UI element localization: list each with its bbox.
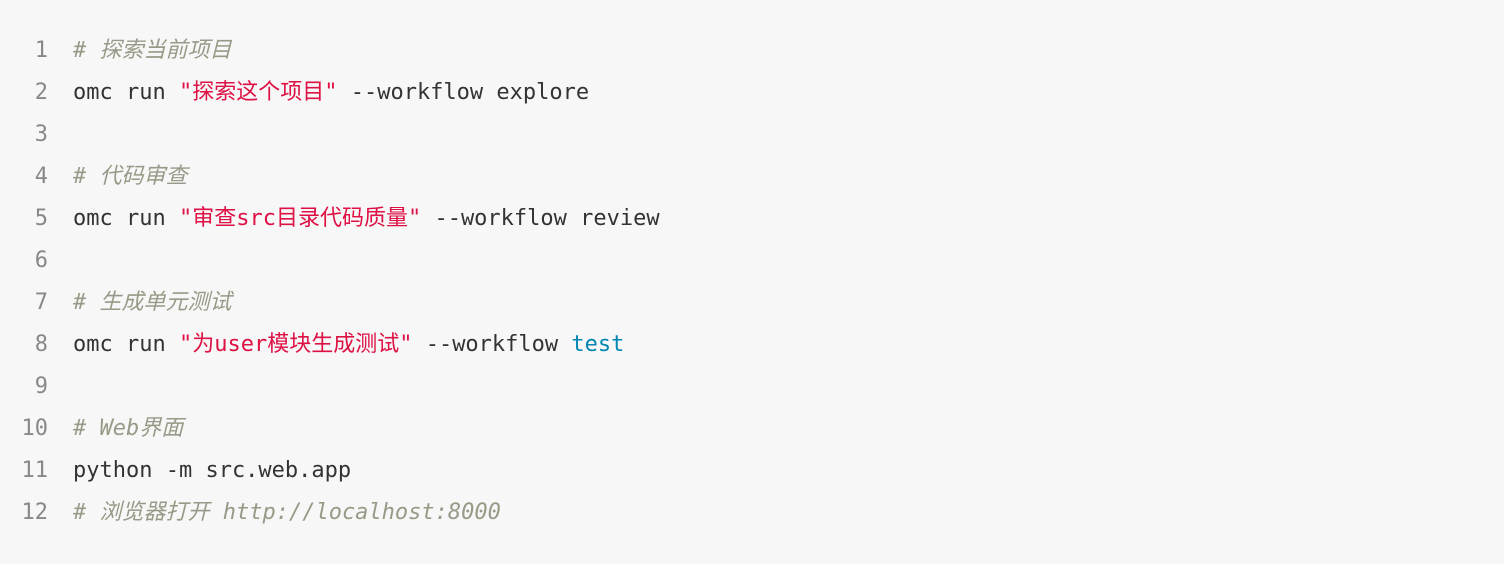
- line-number: 1: [34, 38, 48, 63]
- code-token-string: "为user模块生成测试": [178, 332, 413, 357]
- line-number: 11: [21, 458, 49, 483]
- code-token-comment: # 生成单元测试: [73, 290, 232, 315]
- code-token-plain: omc run: [73, 332, 179, 357]
- code-text: # Web界面: [73, 416, 183, 441]
- code-line: 6: [20, 240, 1484, 282]
- code-text: # 代码审查: [73, 164, 188, 189]
- line-number: 9: [34, 374, 48, 399]
- code-text: omc run "为user模块生成测试" --workflow test: [73, 332, 624, 357]
- code-line: 8 omc run "为user模块生成测试" --workflow test: [20, 324, 1484, 366]
- code-line: 7 # 生成单元测试: [20, 282, 1484, 324]
- code-line: 9: [20, 366, 1484, 408]
- code-token-string: "探索这个项目": [178, 80, 338, 105]
- code-token-plain: --workflow review: [421, 206, 660, 231]
- code-token-builtin: test: [571, 332, 625, 357]
- code-line: 3: [20, 114, 1484, 156]
- code-line: 12 # 浏览器打开 http://localhost:8000: [20, 492, 1484, 534]
- code-token-comment: # 浏览器打开 http://localhost:8000: [73, 500, 501, 525]
- code-line: 2 omc run "探索这个项目" --workflow explore: [20, 72, 1484, 114]
- line-number: 10: [21, 416, 49, 441]
- line-number: 4: [34, 164, 48, 189]
- line-number: 3: [34, 122, 48, 147]
- code-token-plain: --workflow: [412, 332, 572, 357]
- code-text: # 浏览器打开 http://localhost:8000: [73, 500, 501, 525]
- line-number: 12: [21, 500, 49, 525]
- code-token-comment: # Web界面: [73, 416, 184, 441]
- code-text: omc run "审查src目录代码质量" --workflow review: [73, 206, 660, 231]
- line-number: 5: [34, 206, 48, 231]
- code-lines: 1 # 探索当前项目 2 omc run "探索这个项目" --workflow ex…: [20, 30, 1484, 534]
- code-token-plain: omc run: [73, 206, 179, 231]
- line-number: 8: [34, 332, 48, 357]
- code-token-plain: --workflow explore: [337, 80, 590, 105]
- line-number: 7: [34, 290, 48, 315]
- code-token-plain: python -m src.web.app: [73, 458, 352, 483]
- code-line: 4 # 代码审查: [20, 156, 1484, 198]
- code-line: 1 # 探索当前项目: [20, 30, 1484, 72]
- code-text: # 生成单元测试: [73, 290, 232, 315]
- line-number: 6: [34, 248, 48, 273]
- code-line: 5 omc run "审查src目录代码质量" --workflow review: [20, 198, 1484, 240]
- code-token-plain: omc run: [73, 80, 179, 105]
- code-token-comment: # 代码审查: [73, 164, 188, 189]
- code-text: python -m src.web.app: [73, 458, 351, 483]
- code-line: 10 # Web界面: [20, 408, 1484, 450]
- code-line: 11 python -m src.web.app: [20, 450, 1484, 492]
- code-token-string: "审查src目录代码质量": [178, 206, 422, 231]
- line-number: 2: [34, 80, 48, 105]
- code-text: omc run "探索这个项目" --workflow explore: [73, 80, 589, 105]
- code-token-comment: # 探索当前项目: [73, 38, 232, 63]
- code-text: # 探索当前项目: [73, 38, 232, 63]
